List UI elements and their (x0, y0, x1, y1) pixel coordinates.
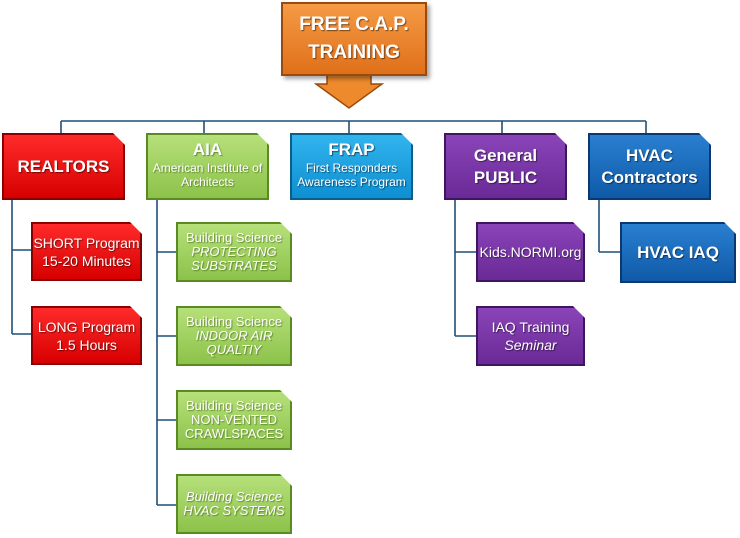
aia-item-indoor-air-line2: INDOOR AIR QUALTIY (195, 328, 273, 357)
column-hvac-contractors-heading: HVAC Contractors (601, 145, 698, 187)
root-title-line2: TRAINING (308, 42, 400, 63)
column-hvac-contractors: HVAC Contractors (588, 133, 711, 200)
aia-item-substrates: Building Science PROTECTING SUBSTRATES (176, 222, 292, 282)
aia-item-hvac-systems-line2: HVAC SYSTEMS (183, 503, 285, 518)
aia-item-crawlspaces-line1: Building Science (185, 398, 283, 413)
column-frap-subtitle: First Responders Awareness Program (297, 161, 406, 189)
aia-item-crawlspaces-line2: NON-VENTED CRAWLSPACES (184, 412, 284, 441)
column-aia: AIA American Institute of Architects (146, 133, 269, 200)
public-item-iaq-training-line1: IAQ Training (491, 319, 570, 335)
aia-item-indoor-air: Building Science INDOOR AIR QUALTIY (176, 306, 292, 366)
column-frap-heading: FRAP (328, 140, 375, 159)
public-item-iaq-training: IAQ Training Seminar (476, 306, 585, 366)
realtors-item-long-line1: LONG Program (37, 318, 136, 335)
realtors-item-short: SHORT Program 15-20 Minutes (31, 222, 142, 281)
public-item-kids-normi: Kids.NORMI.org (476, 222, 585, 282)
root-title-line1: FREE C.A.P. (299, 14, 409, 35)
aia-item-indoor-air-line1: Building Science (185, 314, 283, 329)
aia-item-substrates-line1: Building Science (185, 230, 283, 245)
public-item-kids-normi-line1: Kids.NORMI.org (479, 244, 582, 260)
column-general-public-heading: General PUBLIC (473, 145, 538, 187)
root-title-box: FREE C.A.P. TRAINING (281, 2, 427, 76)
realtors-item-long: LONG Program 1.5 Hours (31, 306, 142, 365)
hvac-item-iaq: HVAC IAQ (620, 222, 736, 283)
column-realtors: REALTORS (2, 133, 125, 200)
aia-item-hvac-systems-line1: Building Science (185, 489, 283, 504)
down-arrow-icon (313, 74, 385, 109)
realtors-item-long-line2: 1.5 Hours (56, 336, 117, 353)
column-realtors-heading: REALTORS (17, 156, 110, 176)
public-item-iaq-training-line2: Seminar (504, 337, 557, 353)
column-aia-heading: AIA (192, 140, 223, 159)
hvac-item-iaq-line1: HVAC IAQ (637, 242, 719, 262)
aia-item-hvac-systems: Building Science HVAC SYSTEMS (176, 474, 292, 534)
aia-item-crawlspaces: Building Science NON-VENTED CRAWLSPACES (176, 390, 292, 450)
realtors-item-short-line1: SHORT Program (33, 234, 140, 251)
realtors-item-short-line2: 15-20 Minutes (42, 252, 131, 269)
column-frap: FRAP First Responders Awareness Program (290, 133, 413, 200)
column-general-public: General PUBLIC (444, 133, 567, 200)
aia-item-substrates-line2: PROTECTING SUBSTRATES (191, 244, 277, 273)
column-aia-subtitle: American Institute of Architects (152, 161, 263, 189)
